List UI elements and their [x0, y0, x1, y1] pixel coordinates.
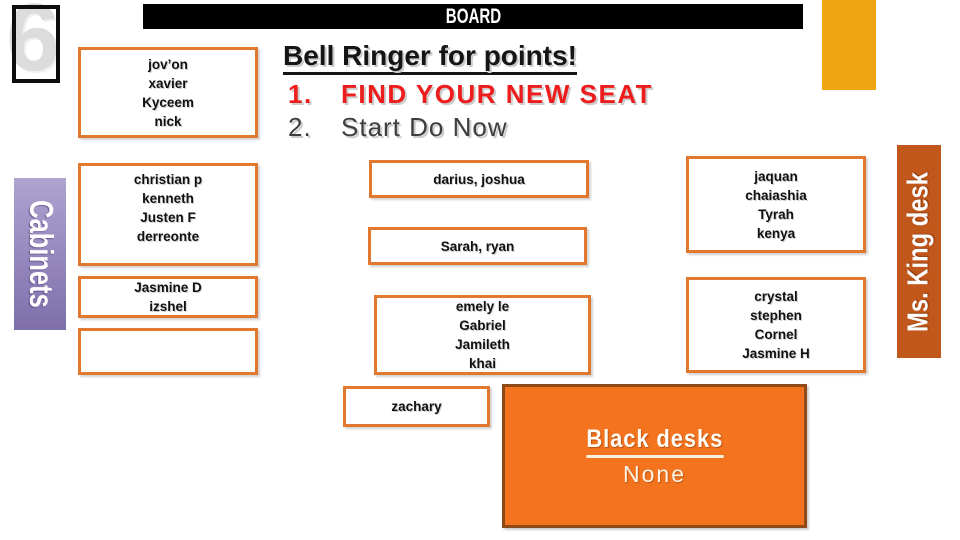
teacher-desk-label: Ms. King desk — [902, 171, 935, 332]
seat-box-zachary: zachary — [343, 386, 490, 427]
instruction-step-1: 1. FIND YOUR NEW SEAT — [288, 79, 653, 110]
step-1-text: FIND YOUR NEW SEAT — [341, 79, 654, 109]
seat-box-empty — [78, 328, 258, 375]
seat-box-jaquan: jaquan chaiashia Tyrah kenya — [686, 156, 866, 253]
seat-box-darius: darius, joshua — [369, 160, 589, 198]
cabinets-label: Cabinets — [22, 200, 59, 308]
board-bar: BOARD — [143, 4, 803, 29]
cabinets-bar: Cabinets — [14, 178, 66, 330]
teacher-desk-bar: Ms. King desk — [897, 145, 941, 358]
seat-box-sarah: Sarah, ryan — [368, 227, 587, 265]
seat-box-emely: emely le Gabriel Jamileth khai — [374, 295, 591, 375]
seat-box-jasmine: Jasmine D izshel — [78, 276, 258, 318]
page-number-frame — [12, 5, 60, 83]
board-label: BOARD — [445, 4, 501, 28]
step-2-number: 2. — [288, 112, 312, 142]
black-desks-value: None — [623, 460, 686, 487]
instruction-step-2: 2. Start Do Now — [288, 112, 508, 143]
seat-box-crystal: crystal stephen Cornel Jasmine H — [686, 277, 866, 373]
step-2-text: Start Do Now — [341, 112, 508, 142]
black-desks-box: Black desks None — [502, 384, 807, 528]
seat-box-christian: christian p kenneth Justen F derreonte — [78, 163, 258, 266]
seat-box-jovon: jov’on xavier Kyceem nick — [78, 47, 258, 138]
slide-title: Bell Ringer for points! — [283, 40, 577, 75]
black-desks-title: Black desks — [586, 425, 723, 458]
slide-title-text: Bell Ringer for points! — [283, 40, 577, 75]
step-1-number: 1. — [288, 79, 313, 109]
gold-accent-square — [822, 0, 876, 90]
